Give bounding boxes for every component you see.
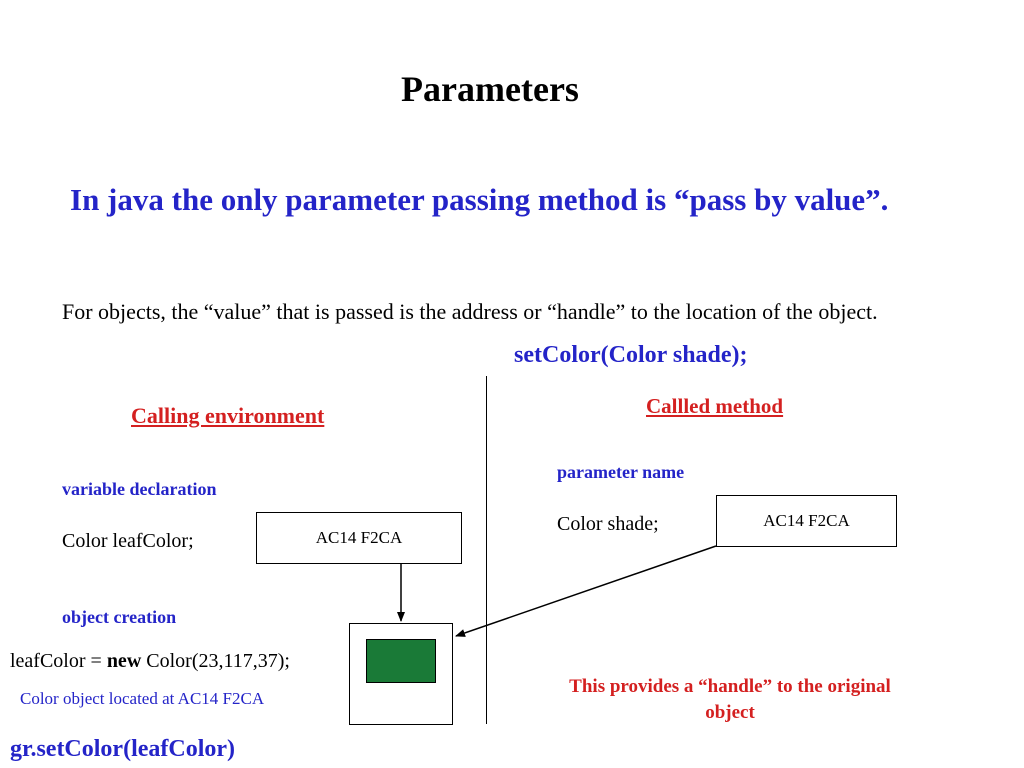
creation-code-prefix: leafColor = bbox=[10, 650, 107, 672]
calling-environment-heading: Calling environment bbox=[131, 403, 325, 428]
parameter-to-object-arrow bbox=[455, 545, 717, 637]
shade-address-box: AC14 F2CA bbox=[716, 495, 897, 547]
creation-code: leafColor = new Color(23,117,37); bbox=[10, 650, 290, 673]
method-signature: setColor(Color shade); bbox=[514, 342, 748, 368]
parameter-code: Color shade; bbox=[557, 513, 659, 535]
column-divider bbox=[486, 376, 487, 724]
location-note: Color object located at AC14 F2CA bbox=[20, 689, 265, 708]
declaration-code: Color leafColor; bbox=[62, 530, 194, 552]
object-creation-label: object creation bbox=[62, 607, 177, 627]
body-text: For objects, the “value” that is passed … bbox=[62, 299, 878, 324]
slide-title: Parameters bbox=[401, 69, 579, 109]
handle-note: This provides a “handle” to the original… bbox=[569, 676, 891, 723]
shade-address-value: AC14 F2CA bbox=[763, 511, 850, 530]
variable-declaration-label: variable declaration bbox=[62, 479, 217, 499]
creation-code-suffix: Color(23,117,37); bbox=[141, 650, 290, 672]
leafcolor-address-box: AC14 F2CA bbox=[256, 512, 462, 564]
parameter-name-label: parameter name bbox=[557, 462, 685, 482]
leafcolor-address-value: AC14 F2CA bbox=[315, 528, 403, 547]
headline: In java the only parameter passing metho… bbox=[70, 182, 889, 217]
color-object-swatch bbox=[366, 639, 436, 683]
method-call-code: gr.setColor(leafColor) bbox=[10, 736, 236, 762]
called-method-heading: Callled method bbox=[646, 394, 784, 418]
new-keyword: new bbox=[106, 650, 142, 672]
